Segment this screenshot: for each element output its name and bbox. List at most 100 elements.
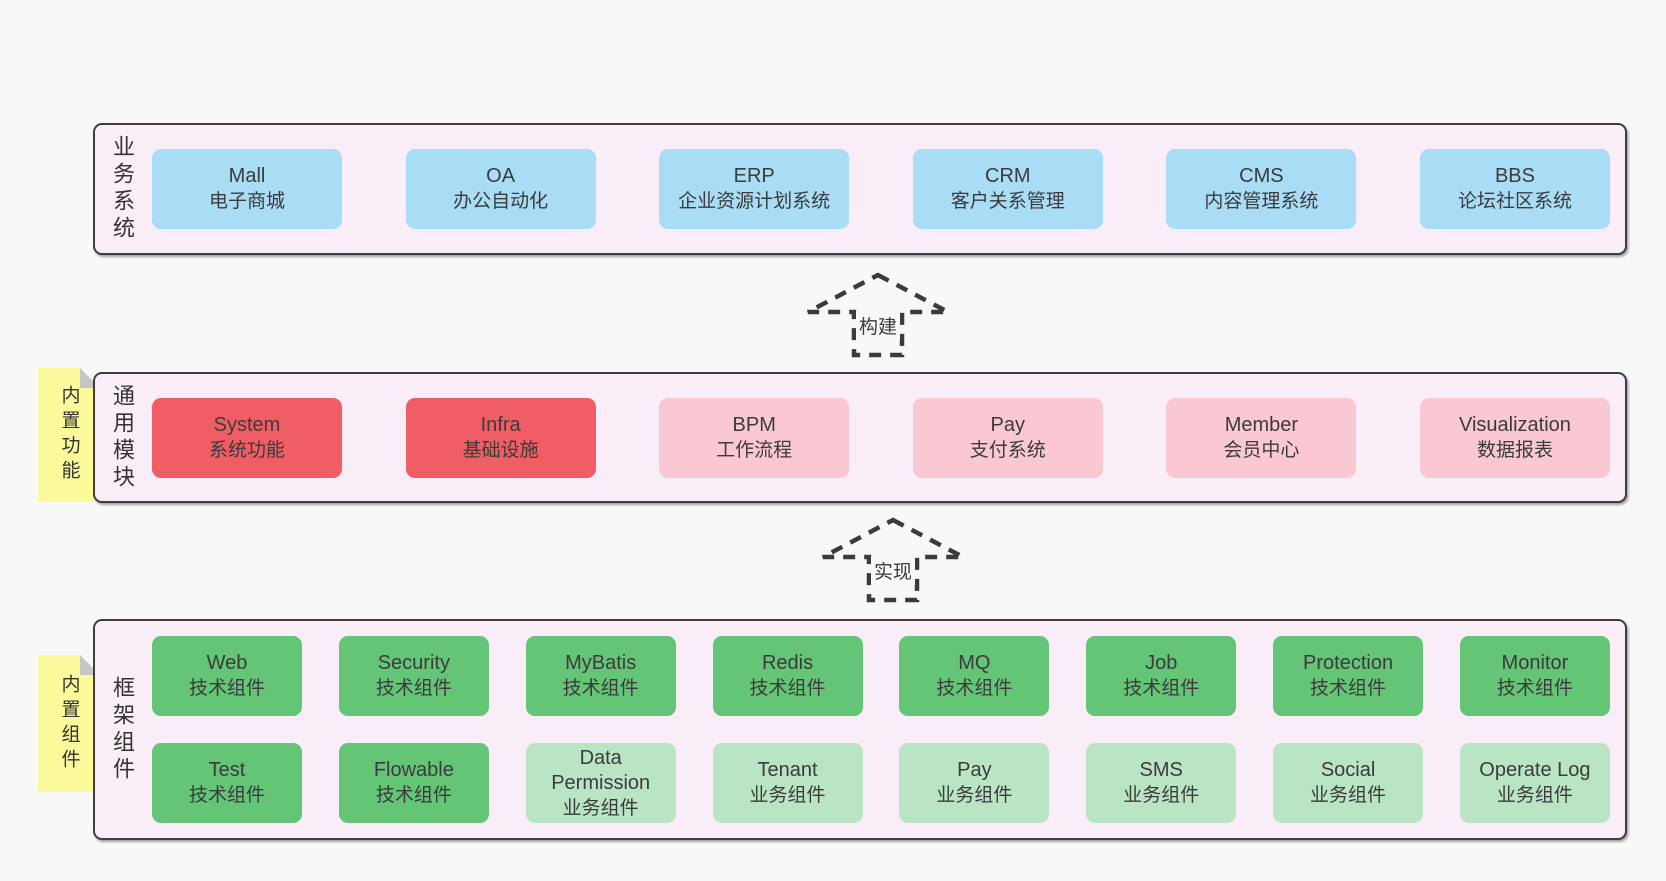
box-visualization: Visualization 数据报表 <box>1419 397 1610 478</box>
layer-common-modules: 通用模块 System 系统功能 Infra 基础设施 BPM 工作流程 Pay 支付系统 Me… <box>93 372 1627 503</box>
box-title: Monitor <box>1501 652 1569 674</box>
box-title: Visualization <box>1459 413 1571 436</box>
box-subtitle: 技术组件 <box>188 785 265 806</box>
box-security: Security 技术组件 <box>338 636 489 716</box>
box-subtitle: 技术组件 <box>1123 678 1200 699</box>
box-title: Job <box>1145 652 1178 674</box>
box-row: System 系统功能 Infra 基础设施 BPM 工作流程 Pay 支付系统 Member 会… <box>152 397 1610 478</box>
box-subtitle: 电子商城 <box>208 191 285 212</box>
box-subtitle: 技术组件 <box>1310 678 1387 699</box>
box-subtitle: 业务组件 <box>936 785 1013 806</box>
box-title: Infra <box>480 413 521 436</box>
arrow-up-build: 构建 <box>805 272 951 358</box>
box-title: Data Permission <box>551 746 651 794</box>
box-row: Test 技术组件 Flowable 技术组件 Data Permission 业务组件 T… <box>152 743 1610 823</box>
box-subtitle: 客户关系管理 <box>950 191 1065 212</box>
box-bpm: BPM 工作流程 <box>659 397 850 478</box>
box-subtitle: 系统功能 <box>208 439 285 461</box>
box-subtitle: 内容管理系统 <box>1204 191 1319 212</box>
box-subtitle: 技术组件 <box>375 785 452 806</box>
box-redis: Redis 技术组件 <box>712 636 863 716</box>
box-title: MyBatis <box>565 652 637 674</box>
box-subtitle: 技术组件 <box>1496 678 1573 699</box>
box-data-permission: Data Permission 业务组件 <box>525 743 676 823</box>
box-title: SMS <box>1139 759 1183 781</box>
layer-label-framework-components: 框架组件 <box>110 675 135 784</box>
box-monitor: Monitor 技术组件 <box>1459 636 1610 716</box>
box-subtitle: 数据报表 <box>1476 439 1553 461</box>
box-title: Tenant <box>757 759 818 781</box>
box-subtitle: 业务组件 <box>1310 785 1387 806</box>
sticky-note-builtin-features: 内置功能 <box>38 368 100 502</box>
box-subtitle: 企业资源计划系统 <box>678 191 831 212</box>
sticky-label-builtin-features: 内置功能 <box>58 385 80 485</box>
layer-label-common-modules: 通用模块 <box>110 383 135 492</box>
box-protection: Protection 技术组件 <box>1273 636 1424 716</box>
box-title: BPM <box>732 413 776 436</box>
box-title: Operate Log <box>1479 759 1591 781</box>
arrow-build-label: 构建 <box>855 311 901 340</box>
box-subtitle: 技术组件 <box>936 678 1013 699</box>
box-erp: ERP 企业资源计划系统 <box>659 149 850 229</box>
box-infra: Infra 基础设施 <box>405 397 596 478</box>
box-oa: OA 办公自动化 <box>405 149 596 229</box>
box-pay: Pay 支付系统 <box>912 397 1103 478</box>
box-test: Test 技术组件 <box>152 743 302 823</box>
box-job: Job 技术组件 <box>1086 636 1237 716</box>
box-cms: CMS 内容管理系统 <box>1166 149 1357 229</box>
arrow-up-implement: 实现 <box>820 517 966 603</box>
box-subtitle: 技术组件 <box>562 678 639 699</box>
box-title: Member <box>1224 413 1299 436</box>
box-subtitle: 技术组件 <box>375 678 452 699</box>
box-title: Social <box>1320 759 1376 781</box>
box-subtitle: 会员中心 <box>1223 439 1300 461</box>
box-member: Member 会员中心 <box>1166 397 1357 478</box>
dashed-up-arrow-icon <box>821 517 965 603</box>
box-subtitle: 业务组件 <box>562 797 639 819</box>
box-title: MQ <box>958 652 991 674</box>
box-mybatis: MyBatis 技术组件 <box>525 636 676 716</box>
box-title: System <box>213 413 281 436</box>
arrow-implement-label: 实现 <box>870 556 916 585</box>
box-system: System 系统功能 <box>152 397 342 478</box>
box-title: Protection <box>1303 652 1394 674</box>
box-mq: MQ 技术组件 <box>899 636 1050 716</box>
box-title: Pay <box>990 413 1026 436</box>
box-title: Web <box>206 652 248 674</box>
layer-label-business-systems: 业务系统 <box>110 135 135 243</box>
box-title: Flowable <box>373 759 454 781</box>
box-title: CMS <box>1239 165 1284 187</box>
box-subtitle: 业务组件 <box>1496 785 1573 806</box>
dashed-up-arrow-icon <box>806 272 950 358</box>
box-subtitle: 工作流程 <box>716 439 793 461</box>
box-flowable: Flowable 技术组件 <box>338 743 489 823</box>
box-subtitle: 支付系统 <box>969 439 1046 461</box>
box-subtitle: 论坛社区系统 <box>1457 191 1572 212</box>
box-title: OA <box>486 165 516 187</box>
box-social: Social 业务组件 <box>1273 743 1424 823</box>
box-subtitle: 技术组件 <box>188 678 265 699</box>
box-title: Redis <box>761 652 814 674</box>
box-title: BBS <box>1494 165 1535 187</box>
box-title: Test <box>208 759 246 781</box>
box-operate-log: Operate Log 业务组件 <box>1459 743 1610 823</box>
box-title: Pay <box>957 759 992 781</box>
box-bbs: BBS 论坛社区系统 <box>1419 149 1610 229</box>
box-subtitle: 基础设施 <box>462 439 539 461</box>
sticky-label-builtin-components: 内置组件 <box>58 673 80 774</box>
box-subtitle: 技术组件 <box>749 678 826 699</box>
box-subtitle: 业务组件 <box>1123 785 1200 806</box>
common-modules-row: System 系统功能 Infra 基础设施 BPM 工作流程 Pay 支付系统 Member 会… <box>152 374 1610 501</box>
box-title: CRM <box>985 165 1031 187</box>
box-title: ERP <box>733 165 775 187</box>
box-web: Web 技术组件 <box>152 636 302 716</box>
box-subtitle: 办公自动化 <box>453 191 549 212</box>
box-title: Security <box>377 652 450 674</box>
